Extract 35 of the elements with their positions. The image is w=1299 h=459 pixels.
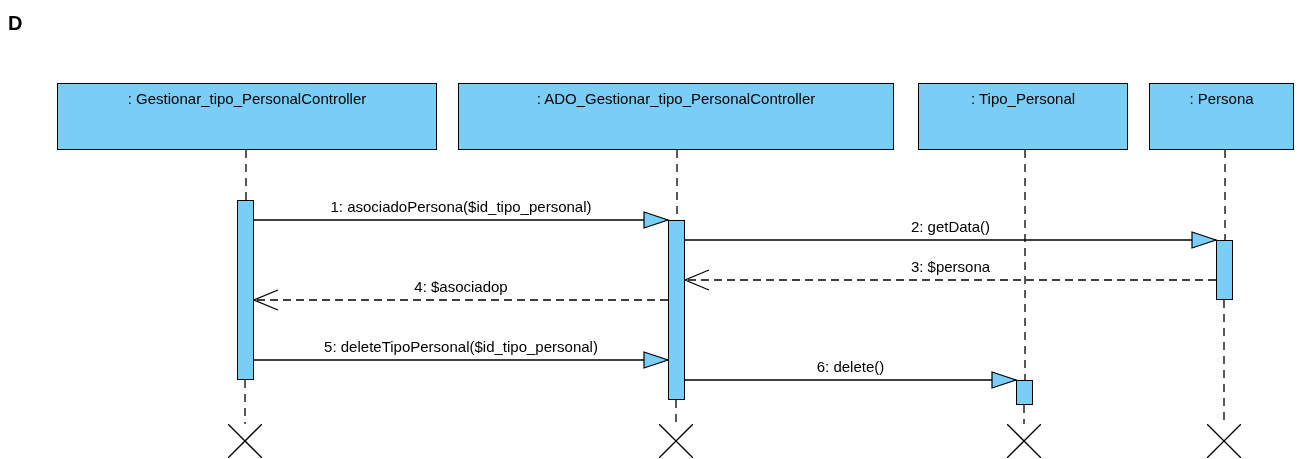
lifeline [1224,149,1226,241]
lifeline [1023,404,1025,425]
message-label: 6: delete() [814,358,887,375]
participant-name: : Tipo_Personal [970,90,1076,107]
participant-box [918,83,1128,150]
return-message-arrow [253,289,669,311]
activation-bar [237,200,254,380]
message-label: 4: $asociadop [412,278,510,295]
lifeline [244,379,246,425]
lifeline [1024,149,1026,381]
message-label: 2: getData() [908,218,993,235]
message-arrow [253,351,669,369]
destroy-mark [228,424,262,458]
participant-box [57,83,437,150]
lifeline [245,149,247,201]
participant-name: : ADO_Gestionar_tipo_PersonalController [536,90,816,107]
message-arrow [684,231,1217,249]
destroy-mark [1207,424,1241,458]
destroy-mark [659,424,693,458]
participant-box [1149,83,1294,150]
message-label: 1: asociadoPersona($id_tipo_personal) [328,198,594,215]
panel-letter: D [8,12,23,35]
message-arrow [253,211,669,229]
return-message-arrow [684,269,1217,291]
participant-name: : Persona [1189,90,1254,107]
message-arrow [684,371,1017,389]
message-label: 5: deleteTipoPersonal($id_tipo_personal) [322,338,600,355]
participant-name: : Gestionar_tipo_PersonalController [127,90,367,107]
destroy-mark [1007,424,1041,458]
activation-bar [1216,240,1233,300]
participant-box [458,83,894,150]
message-label: 3: $persona [908,258,993,275]
activation-bar [668,220,685,400]
lifeline [675,399,677,425]
activation-bar [1016,380,1033,405]
